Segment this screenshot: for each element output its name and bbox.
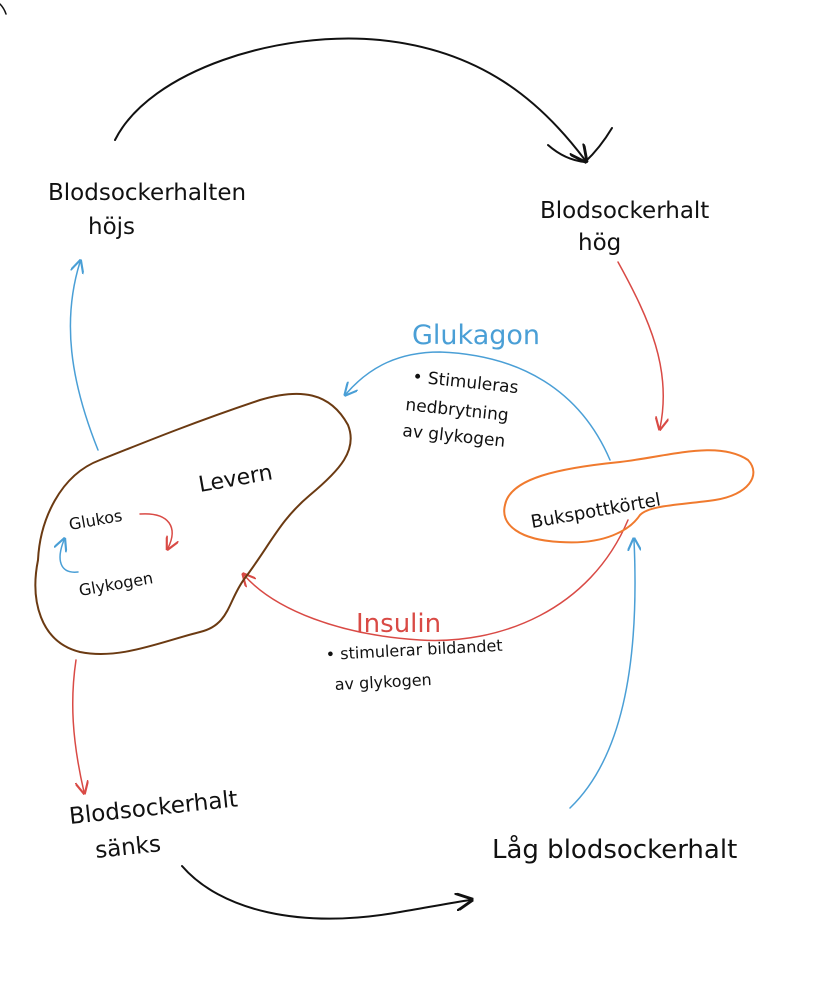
label-raised-line2: höjs (88, 214, 135, 240)
label-raised-line1: Blodsockerhalten (48, 180, 246, 206)
arrow-glucose-to-glycogen (139, 513, 172, 548)
arrow-low-to-pancreas (569, 540, 635, 809)
arrow-insulin (244, 519, 629, 642)
insulin-note-line2: av glykogen (334, 670, 432, 694)
insulin-note-line1: • stimulerar bildandet (325, 636, 503, 664)
corner-mark (0, 3, 7, 15)
label-low: Låg blodsockerhalt (492, 834, 737, 865)
arrow-lowered-to-low (181, 865, 470, 920)
arrow-liver-to-lowered (71, 659, 84, 792)
label-lowered-line2: sänks (94, 831, 162, 864)
arrow-raised-to-high (114, 37, 585, 160)
arrow-glycogen-to-glucose (60, 540, 79, 573)
liver-outline (34, 392, 352, 655)
label-glycogen: Glykogen (77, 568, 154, 600)
label-glucagon: Glukagon (412, 320, 540, 351)
label-liver: Levern (197, 460, 275, 498)
arrow-liver-to-raised (69, 262, 99, 451)
glucagon-note-line3: av glykogen (401, 421, 506, 452)
label-high-line1: Blodsockerhalt (540, 198, 709, 224)
glucagon-note-line2: nedbrytning (404, 395, 509, 426)
label-lowered-line1: Blodsockerhalt (68, 786, 239, 830)
arrow-head-scribble (547, 127, 613, 163)
arrow-high-to-pancreas (617, 261, 663, 428)
label-pancreas: Bukspottkörtel (529, 489, 662, 533)
label-glucose: Glukos (67, 506, 123, 534)
label-high-line2: hög (578, 230, 621, 256)
label-insulin: Insulin (356, 609, 441, 639)
glucagon-note-line1: • Stimuleras (411, 367, 519, 398)
pancreas-outline (503, 449, 755, 544)
arrow-glucagon (346, 351, 611, 461)
